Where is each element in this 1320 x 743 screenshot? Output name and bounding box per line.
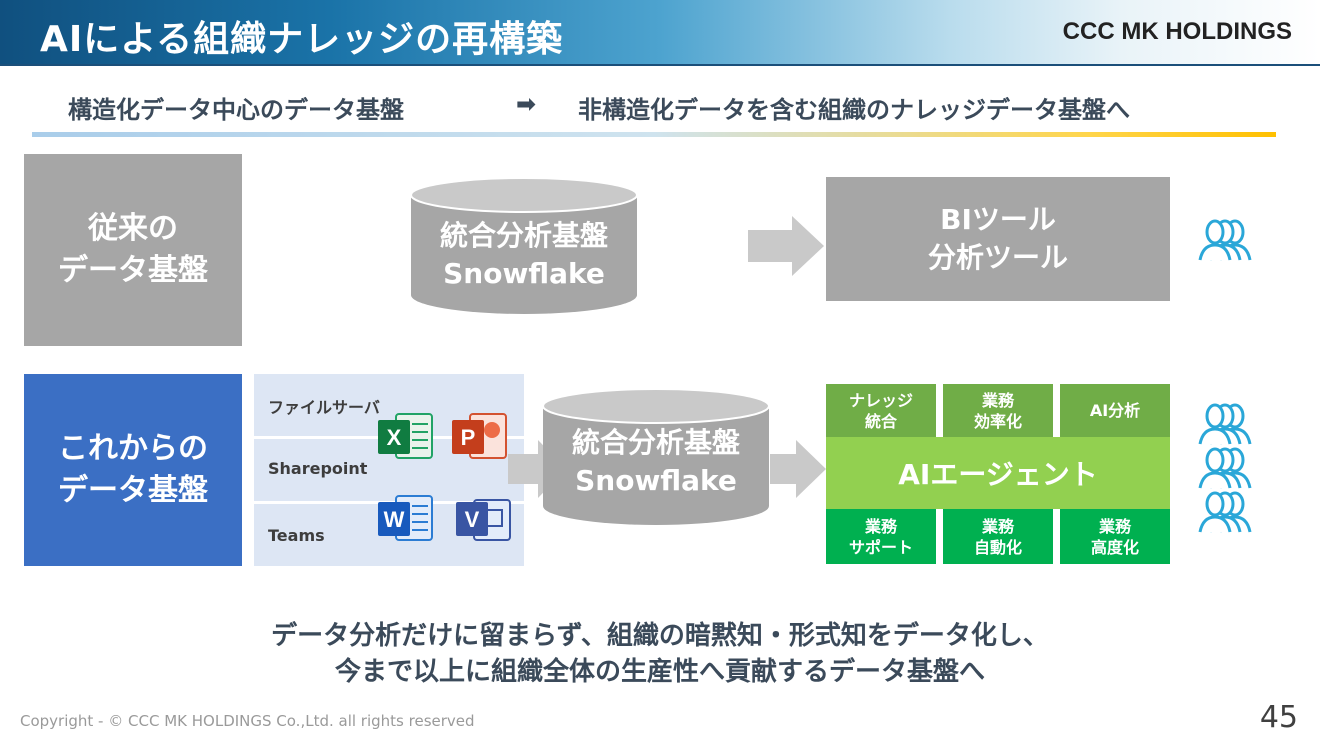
visio-icon: V bbox=[456, 499, 511, 541]
ai-agent-title: AIエージェント bbox=[826, 437, 1170, 509]
legacy-db-product: Snowflake bbox=[443, 257, 605, 290]
agent-cell-knowledge: ナレッジ 統合 bbox=[826, 384, 936, 437]
new-label-line1: これからの bbox=[58, 431, 208, 466]
visio-letter: V bbox=[465, 507, 480, 532]
agent-cell-line1: ナレッジ bbox=[848, 390, 913, 410]
legacy-platform-label: 従来の データ基盤 bbox=[24, 154, 242, 346]
agent-cell-line2: 効率化 bbox=[973, 411, 1022, 431]
subtitle-to: 非構造化データを含む組織のナレッジデータ基盤へ bbox=[578, 96, 1130, 124]
agent-cell-efficiency: 業務 効率化 bbox=[943, 384, 1053, 437]
excel-icon: X bbox=[378, 413, 433, 459]
users-group-icon bbox=[1198, 491, 1252, 533]
legacy-label-line2: データ基盤 bbox=[58, 253, 208, 288]
new-database-cylinder: 統合分析基盤 Snowflake bbox=[542, 388, 770, 528]
conclusion-text: データ分析だけに留まらず、組織の暗黙知・形式知をデータ化し、 今まで以上に組織全… bbox=[0, 618, 1320, 690]
new-db-name: 統合分析基盤 bbox=[571, 426, 740, 459]
page-number: 45 bbox=[1259, 700, 1298, 735]
legacy-label-line1: 従来の bbox=[88, 211, 178, 246]
data-sources-panel: ファイルサーバ Sharepoint Teams X P W V bbox=[254, 374, 524, 566]
agent-cell-ai-analysis: AI分析 bbox=[1060, 384, 1170, 437]
source-sharepoint-label: Sharepoint bbox=[268, 459, 368, 478]
header-divider bbox=[0, 64, 1320, 66]
bi-tools-line2: 分析ツール bbox=[927, 241, 1068, 274]
agent-cell-line2: サポート bbox=[848, 537, 913, 557]
bi-tools-box: BIツール 分析ツール bbox=[826, 177, 1170, 301]
source-teams-label: Teams bbox=[268, 526, 325, 545]
legacy-db-name: 統合分析基盤 bbox=[439, 219, 608, 252]
agent-cell-line1: AI分析 bbox=[1089, 401, 1141, 420]
database-icon bbox=[410, 177, 638, 314]
excel-letter: X bbox=[387, 425, 402, 450]
agent-cell-line2: 高度化 bbox=[1090, 537, 1139, 557]
agent-cell-line1: 業務 bbox=[1098, 516, 1131, 536]
agent-cell-advancement: 業務 高度化 bbox=[1060, 509, 1170, 564]
agent-cell-line1: 業務 bbox=[981, 516, 1014, 536]
database-icon bbox=[542, 388, 770, 525]
source-fileserver-label: ファイルサーバ bbox=[268, 398, 380, 417]
word-icon: W bbox=[378, 495, 433, 541]
agent-cell-automation: 業務 自動化 bbox=[943, 509, 1053, 564]
powerpoint-icon: P bbox=[452, 413, 507, 459]
agent-cell-line1: 業務 bbox=[981, 390, 1014, 410]
users-group-icon bbox=[1198, 219, 1252, 261]
new-db-product: Snowflake bbox=[575, 464, 737, 497]
word-letter: W bbox=[384, 507, 405, 532]
legacy-database-cylinder: 統合分析基盤 Snowflake bbox=[410, 177, 638, 317]
new-platform-label: これからの データ基盤 bbox=[24, 374, 242, 566]
arrow-right-icon bbox=[770, 440, 826, 498]
subtitle-underline bbox=[32, 132, 1276, 137]
agent-cell-line1: 業務 bbox=[864, 516, 897, 536]
copyright-text: Copyright - © CCC MK HOLDINGS Co.,Ltd. a… bbox=[20, 712, 475, 730]
powerpoint-letter: P bbox=[461, 425, 476, 450]
agent-cell-line2: 自動化 bbox=[973, 537, 1022, 557]
company-logo: CCC MK HOLDINGS bbox=[1062, 18, 1292, 45]
conclusion-line1: データ分析だけに留まらず、組織の暗黙知・形式知をデータ化し、 bbox=[271, 621, 1049, 651]
new-label-line2: データ基盤 bbox=[58, 473, 208, 508]
ai-agent-block: ナレッジ 統合 業務 効率化 AI分析 AIエージェント 業務 サポート 業務 … bbox=[826, 384, 1170, 564]
users-group-icon bbox=[1198, 447, 1252, 489]
agent-cell-line2: 統合 bbox=[864, 411, 897, 431]
page-title: AIによる組織ナレッジの再構築 bbox=[40, 19, 564, 60]
subtitle-arrow-icon: ➡ bbox=[516, 90, 537, 118]
conclusion-line2: 今まで以上に組織全体の生産性へ貢献するデータ基盤へ bbox=[334, 657, 985, 687]
bi-tools-line1: BIツール bbox=[940, 203, 1056, 236]
header-banner: AIによる組織ナレッジの再構築 CCC MK HOLDINGS bbox=[0, 0, 1320, 66]
arrow-right-icon bbox=[748, 216, 824, 276]
agent-cell-support: 業務 サポート bbox=[826, 509, 936, 564]
subtitle-from: 構造化データ中心のデータ基盤 bbox=[68, 96, 404, 124]
users-group-icon bbox=[1198, 403, 1252, 445]
